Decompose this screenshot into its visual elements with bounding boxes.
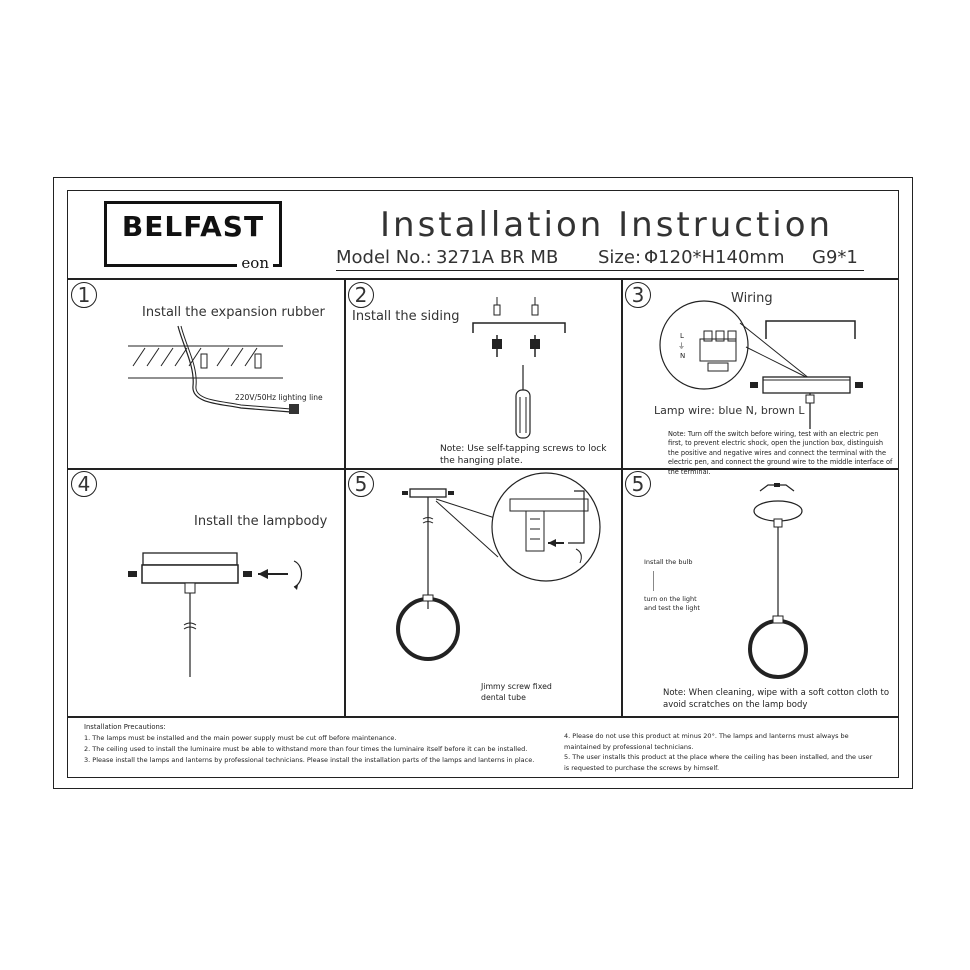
- step-5a-number: 5: [348, 471, 374, 497]
- precaution-3: 3. Please install the lamps and lanterns…: [84, 756, 535, 764]
- step-5b-number: 5: [625, 471, 651, 497]
- wiring-illustration: [659, 300, 863, 429]
- step-5b-bulb-text: Install the bulb: [644, 558, 693, 566]
- precautions-heading: Installation Precautions:: [84, 723, 166, 731]
- step-3-title: Wiring: [731, 291, 773, 306]
- precautions-divider: [68, 716, 898, 718]
- step-2-title: Install the siding: [352, 309, 460, 324]
- step-3-wire-text: Lamp wire: blue N, brown L: [654, 404, 805, 417]
- inner-frame: BELFAST eon Installation Instruction Mod…: [67, 190, 899, 778]
- column-divider-2: [621, 278, 623, 716]
- step-2-number: 2: [348, 282, 374, 308]
- step-4-number: 4: [71, 471, 97, 497]
- precaution-2: 2. The ceiling used to install the lumin…: [84, 745, 528, 753]
- brand-logo: BELFAST eon: [104, 201, 282, 272]
- terminal-label-ground: ⏚: [678, 342, 685, 350]
- precaution-1: 1. The lamps must be installed and the m…: [84, 734, 397, 742]
- terminal-label-n: N: [680, 352, 686, 360]
- model-label: Model No.:: [336, 247, 432, 268]
- bulb-illustration: [748, 483, 808, 679]
- step-1-number: 1: [71, 282, 97, 308]
- siding-illustration: [472, 297, 566, 439]
- bulb-leader-line: [653, 571, 654, 591]
- model-row: Model No.: 3271A BR MB Size: Φ120*H140mm…: [336, 246, 864, 271]
- size-value: Φ120*H140mm: [644, 247, 785, 268]
- terminal-label-l: L: [680, 332, 684, 340]
- lampbody-illustration: [128, 552, 303, 677]
- precaution-5: 5. The user installs this product at the…: [564, 753, 873, 772]
- expansion-rubber-illustration: [128, 325, 299, 414]
- row-divider: [68, 468, 898, 470]
- page-title: Installation Instruction: [380, 205, 834, 245]
- step-3-number: 3: [625, 282, 651, 308]
- step-2-note: Note: Use self-tapping screws to lock th…: [440, 444, 607, 466]
- step-1-callout: 220V/50Hz lighting line: [235, 393, 323, 402]
- logo-word: BELFAST: [121, 210, 265, 243]
- step-5a-callout: Jimmy screw fixed dental tube: [481, 682, 552, 702]
- header-divider: [68, 278, 898, 280]
- model-value: 3271A BR MB: [436, 247, 559, 268]
- step-5b-note: Note: When cleaning, wipe with a soft co…: [663, 688, 890, 710]
- step-4-title: Install the lampbody: [194, 514, 328, 529]
- instruction-sheet: BELFAST eon Installation Instruction Mod…: [53, 177, 913, 789]
- step-5b-test-text: turn on the light and test the light: [644, 595, 700, 612]
- dental-tube-illustration: [396, 472, 601, 661]
- column-divider-1: [344, 278, 346, 716]
- bulb-spec: G9*1: [812, 247, 858, 268]
- size-label: Size:: [598, 247, 642, 268]
- precaution-4: 4. Please do not use this product at min…: [564, 732, 849, 751]
- step-3-note: Note: Turn off the switch before wiring,…: [668, 430, 893, 476]
- step-1-title: Install the expansion rubber: [142, 305, 325, 320]
- logo-sub: eon: [237, 254, 273, 272]
